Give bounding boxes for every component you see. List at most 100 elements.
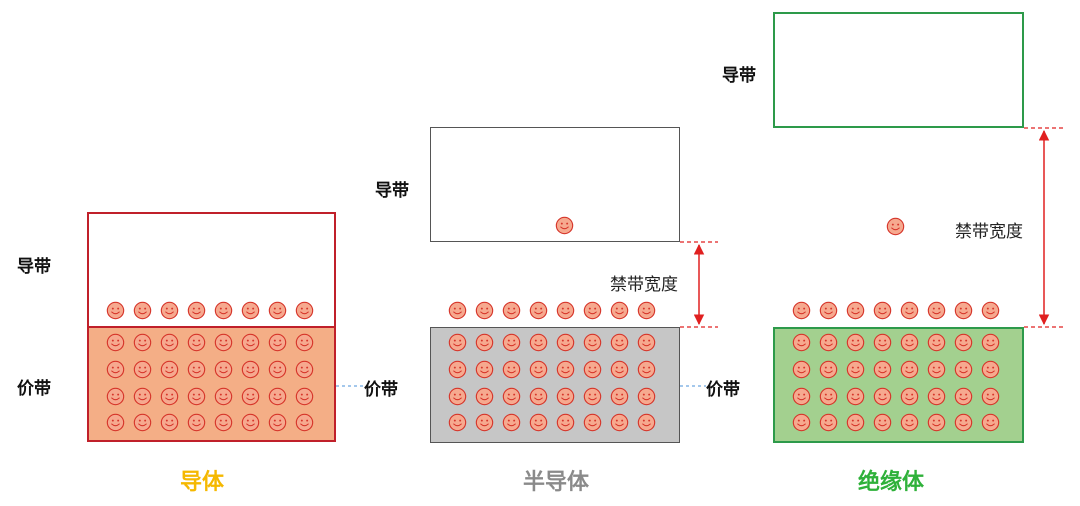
conductor-title: 导体 — [180, 470, 225, 495]
electron-icon — [873, 387, 892, 406]
electron-icon — [954, 413, 973, 432]
electron-icon — [214, 301, 233, 320]
semiconductor-valence-band-label: 价带 — [364, 380, 398, 400]
electron-icon — [873, 301, 892, 320]
electron-icon — [610, 387, 629, 406]
conductor-conduction-band — [87, 212, 336, 328]
electron-icon — [556, 387, 575, 406]
electron-icon — [927, 301, 946, 320]
electron-icon — [819, 413, 838, 432]
electron-icon — [448, 333, 467, 352]
electron-icon — [981, 387, 1000, 406]
electron-icon — [981, 413, 1000, 432]
electron-icon — [981, 301, 1000, 320]
insulator-conduction-band-label: 导带 — [722, 66, 756, 86]
electron-icon — [160, 301, 179, 320]
electron-icon — [475, 333, 494, 352]
conductor-valence-band — [87, 326, 336, 442]
electron-icon — [900, 301, 919, 320]
electron-icon — [133, 413, 152, 432]
electron-icon — [954, 360, 973, 379]
electron-icon — [295, 360, 314, 379]
semiconductor-electron-row — [448, 360, 656, 379]
conductor-electron-row — [106, 413, 314, 432]
electron-icon — [610, 333, 629, 352]
insulator-electron-row — [792, 333, 1000, 352]
semiconductor-electron-row — [448, 413, 656, 432]
electron-icon — [106, 333, 125, 352]
insulator-electron-row — [792, 413, 1000, 432]
electron-icon — [448, 301, 467, 320]
electron-icon — [529, 360, 548, 379]
electron-icon — [846, 301, 865, 320]
electron-icon — [927, 360, 946, 379]
semiconductor-electron-row — [448, 387, 656, 406]
electron-icon — [556, 301, 575, 320]
electron-icon — [583, 387, 602, 406]
electron-icon — [133, 333, 152, 352]
electron-icon — [106, 387, 125, 406]
electron-icon — [502, 360, 521, 379]
conductor-electron-row — [106, 333, 314, 352]
electron-icon — [873, 333, 892, 352]
conductor-electron-row — [106, 387, 314, 406]
semiconductor-electron-row — [448, 333, 656, 352]
electron-icon — [583, 333, 602, 352]
electron-icon — [981, 360, 1000, 379]
insulator-electron-row — [792, 387, 1000, 406]
electron-icon — [900, 387, 919, 406]
electron-icon — [214, 413, 233, 432]
electron-icon — [187, 387, 206, 406]
electron-icon — [160, 413, 179, 432]
electron-icon — [583, 301, 602, 320]
electron-icon — [954, 387, 973, 406]
electron-icon — [927, 413, 946, 432]
electron-icon — [502, 413, 521, 432]
electron-icon — [133, 301, 152, 320]
electron-icon — [268, 387, 287, 406]
semiconductor-conduction-band-label: 导带 — [375, 181, 409, 201]
electron-icon — [133, 387, 152, 406]
insulator-valence-band-label: 价带 — [706, 380, 740, 400]
electron-icon — [160, 387, 179, 406]
electron-icon — [295, 413, 314, 432]
electron-icon — [846, 360, 865, 379]
electron-icon — [241, 301, 260, 320]
electron-icon — [214, 360, 233, 379]
electron-icon — [583, 413, 602, 432]
electron-icon — [556, 413, 575, 432]
semiconductor-band-gap-label: 禁带宽度 — [610, 275, 678, 295]
electron-icon — [610, 360, 629, 379]
electron-icon — [502, 333, 521, 352]
electron-icon — [475, 301, 494, 320]
electron-icon — [637, 387, 656, 406]
electron-icon — [214, 333, 233, 352]
electron-icon — [886, 217, 905, 236]
electron-icon — [187, 301, 206, 320]
electron-icon — [268, 360, 287, 379]
electron-icon — [529, 387, 548, 406]
electron-icon — [106, 360, 125, 379]
electron-icon — [900, 413, 919, 432]
electron-icon — [448, 387, 467, 406]
electron-icon — [954, 301, 973, 320]
electron-icon — [133, 360, 152, 379]
insulator-title: 绝缘体 — [858, 470, 925, 495]
electron-icon — [241, 360, 260, 379]
electron-icon — [160, 333, 179, 352]
electron-icon — [268, 301, 287, 320]
conductor-electron-row-top — [106, 301, 314, 320]
electron-icon — [295, 387, 314, 406]
electron-icon — [529, 413, 548, 432]
semiconductor-title: 半导体 — [523, 470, 590, 495]
electron-icon — [187, 413, 206, 432]
semiconductor-electron-row-top — [448, 301, 656, 320]
electron-icon — [295, 333, 314, 352]
insulator-conduction-band — [773, 12, 1024, 128]
electron-icon — [160, 360, 179, 379]
electron-icon — [637, 413, 656, 432]
electron-icon — [268, 413, 287, 432]
electron-icon — [610, 413, 629, 432]
electron-icon — [900, 333, 919, 352]
